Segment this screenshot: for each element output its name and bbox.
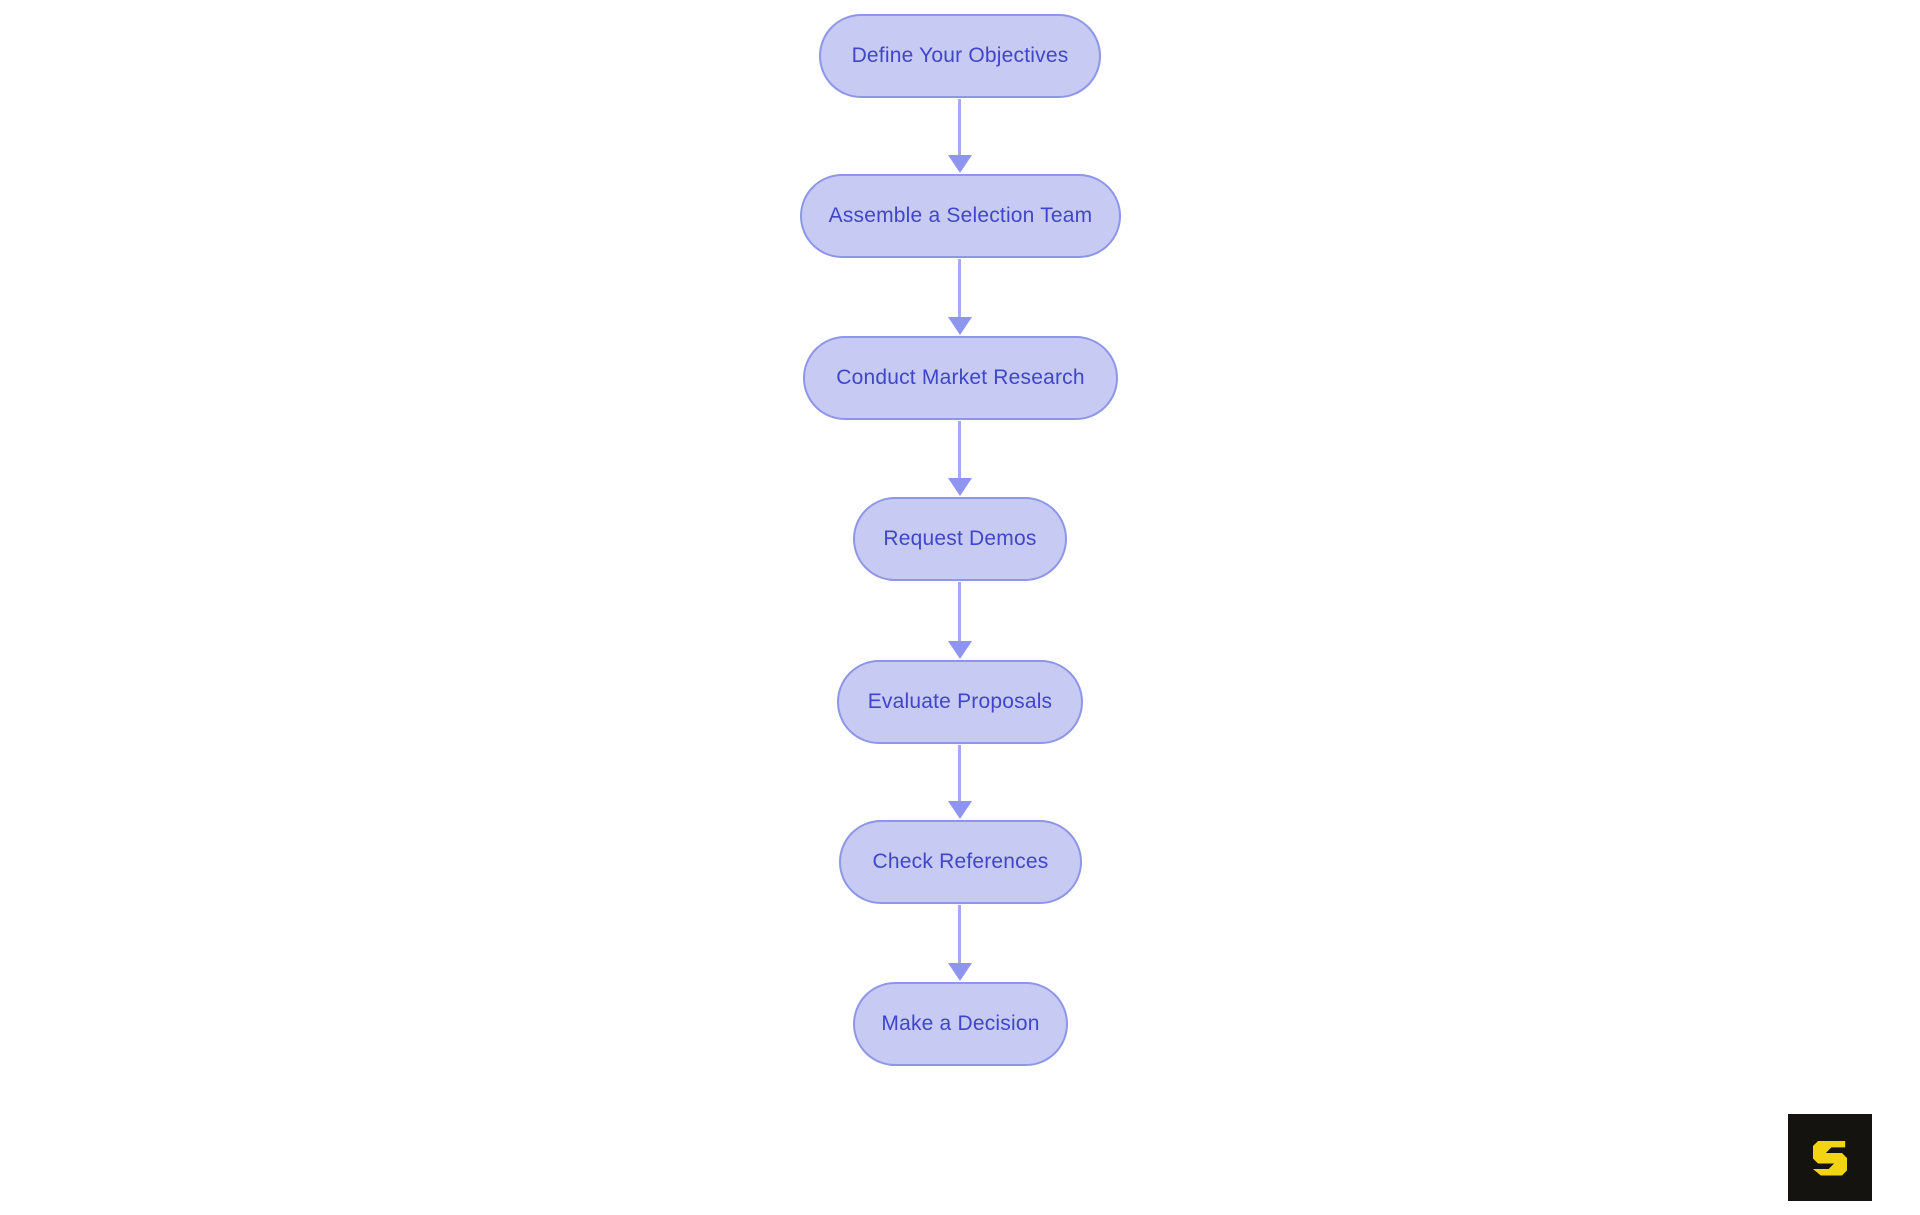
arrow-head-icon [948, 641, 972, 659]
arrow-line [958, 99, 961, 155]
arrow-head-icon [948, 317, 972, 335]
flow-node-make-a-decision: Make a Decision [853, 982, 1068, 1066]
arrow-head-icon [948, 963, 972, 981]
arrow-head-icon [948, 801, 972, 819]
arrow-line [958, 745, 961, 801]
flow-node-request-demos: Request Demos [853, 497, 1067, 581]
arrow-line [958, 259, 961, 317]
arrow-head-icon [948, 155, 972, 173]
flow-node-assemble-a-selection-team: Assemble a Selection Team [800, 174, 1121, 258]
arrow-line [958, 582, 961, 641]
arrow-head-icon [948, 478, 972, 496]
arrow-line [958, 905, 961, 963]
scribe-logo [1788, 1114, 1872, 1201]
flow-node-define-your-objectives: Define Your Objectives [819, 14, 1101, 98]
flow-node-conduct-market-research: Conduct Market Research [803, 336, 1118, 420]
scribe-s-icon [1812, 1140, 1848, 1175]
flow-node-check-references: Check References [839, 820, 1082, 904]
flow-node-evaluate-proposals: Evaluate Proposals [837, 660, 1083, 744]
arrow-line [958, 421, 961, 478]
